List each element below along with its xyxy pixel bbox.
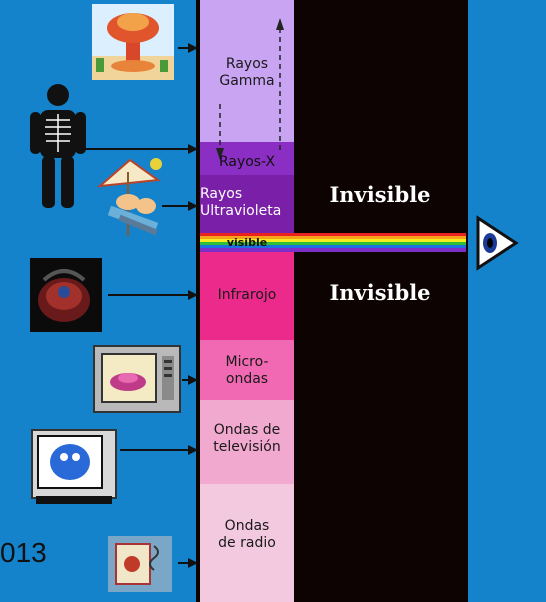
sunbather-icon xyxy=(96,158,162,236)
right-border xyxy=(466,0,468,602)
band-label-xray: Rayos-X xyxy=(218,154,276,170)
band-label-radio: Ondas de radio xyxy=(218,518,276,551)
microwave-oven-icon xyxy=(93,345,181,413)
band-infrared xyxy=(200,252,294,340)
band-label-infrared: Infrarojo xyxy=(217,287,277,303)
band-label-visible: visible xyxy=(226,236,268,249)
band-label-gamma: Rayos Gamma xyxy=(219,56,275,89)
gamma-dashed-arrows xyxy=(216,18,284,160)
band-label-microwave: Micro- ondas xyxy=(225,354,269,387)
pointer-arrows xyxy=(82,43,198,568)
mushroom-cloud-icon xyxy=(92,4,174,80)
invisible-label-lower: Invisible xyxy=(329,280,431,305)
left-border xyxy=(196,0,200,602)
television-icon xyxy=(31,429,117,504)
dark-panel xyxy=(294,0,466,602)
band-microwave xyxy=(200,340,294,400)
visible-rainbow xyxy=(200,233,466,252)
kettle-icon xyxy=(30,258,102,332)
band-radio xyxy=(200,484,294,602)
band-label-tv: Ondas de televisión xyxy=(213,422,281,455)
radio-icon xyxy=(108,536,172,592)
band-xray xyxy=(200,142,294,175)
year-fragment: 013 xyxy=(0,537,47,568)
band-label-ultraviolet: Rayos Ultravioleta xyxy=(200,186,282,219)
eye-icon xyxy=(476,215,519,271)
band-ultraviolet xyxy=(200,175,294,233)
band-tv xyxy=(200,400,294,484)
invisible-label-upper: Invisible xyxy=(329,182,431,207)
xray-skeleton-icon xyxy=(30,84,86,208)
